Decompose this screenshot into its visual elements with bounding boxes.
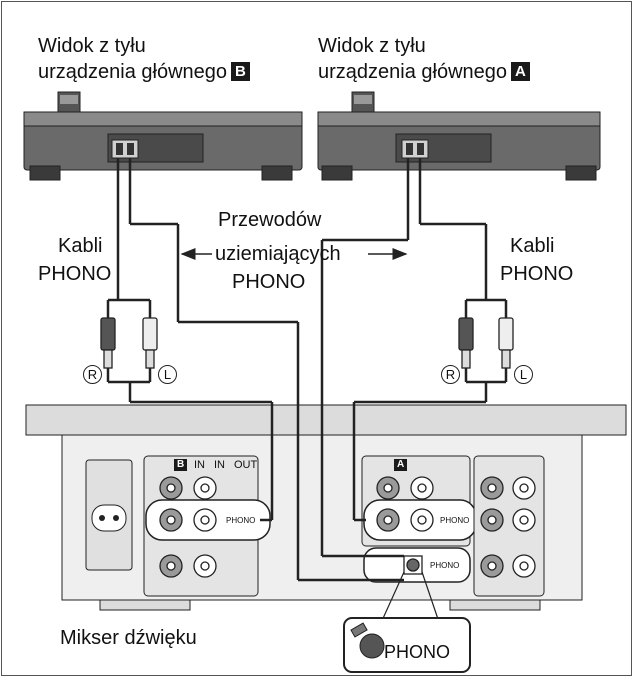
connector-l-left: L [158, 365, 177, 384]
mixer-phono-b: PHONO [226, 516, 256, 525]
connector-r-right: R [441, 365, 460, 384]
rear-view-a-line2-text: urządzenia głównego [318, 61, 508, 83]
phono-cable-b [106, 158, 274, 522]
connector-l-right: L [514, 365, 533, 384]
mixer-phono-gnd: PHONO [430, 561, 460, 570]
phono-cables-left-line1: Kabli [58, 235, 103, 257]
mixer-in-2: IN [214, 459, 225, 471]
ground-wire-b [128, 158, 404, 582]
phono-cables-left-line2: PHONO [38, 263, 112, 285]
rear-view-a-line1: Widok z tyłu [318, 35, 426, 57]
mixer-badge-b: B [174, 459, 188, 471]
mixer-label: Mikser dźwięku [60, 627, 197, 649]
ground-wires-line3: PHONO [232, 271, 306, 293]
phono-cables-right-line2: PHONO [500, 263, 574, 285]
rear-view-b-line1: Widok z tyłu [38, 35, 146, 57]
turntable-b [23, 91, 303, 181]
ground-wires-line2: uziemiających [215, 243, 341, 265]
mixer-out: OUT [234, 459, 258, 471]
mixer-badge-a: A [394, 459, 408, 471]
rear-view-b-badge: B [231, 62, 250, 81]
ground-terminal-label: PHONO [384, 642, 451, 662]
rca-plugs [100, 317, 514, 369]
ground-wires-line1: Przewodów [218, 209, 322, 231]
rear-view-a-badge: A [511, 62, 530, 81]
mixer-in-1: IN [194, 459, 205, 471]
rear-view-b-line2-text: urządzenia głównego [38, 61, 228, 83]
ground-terminal-callout [343, 571, 471, 673]
turntable-a [317, 91, 601, 181]
phono-cable-a [352, 158, 508, 522]
phono-cables-right-line1: Kabli [510, 235, 555, 257]
mixer-phono-a: PHONO [440, 516, 470, 525]
mixer-jacks [159, 476, 536, 578]
connector-r-left: R [83, 365, 102, 384]
ground-wire-a [320, 158, 410, 558]
